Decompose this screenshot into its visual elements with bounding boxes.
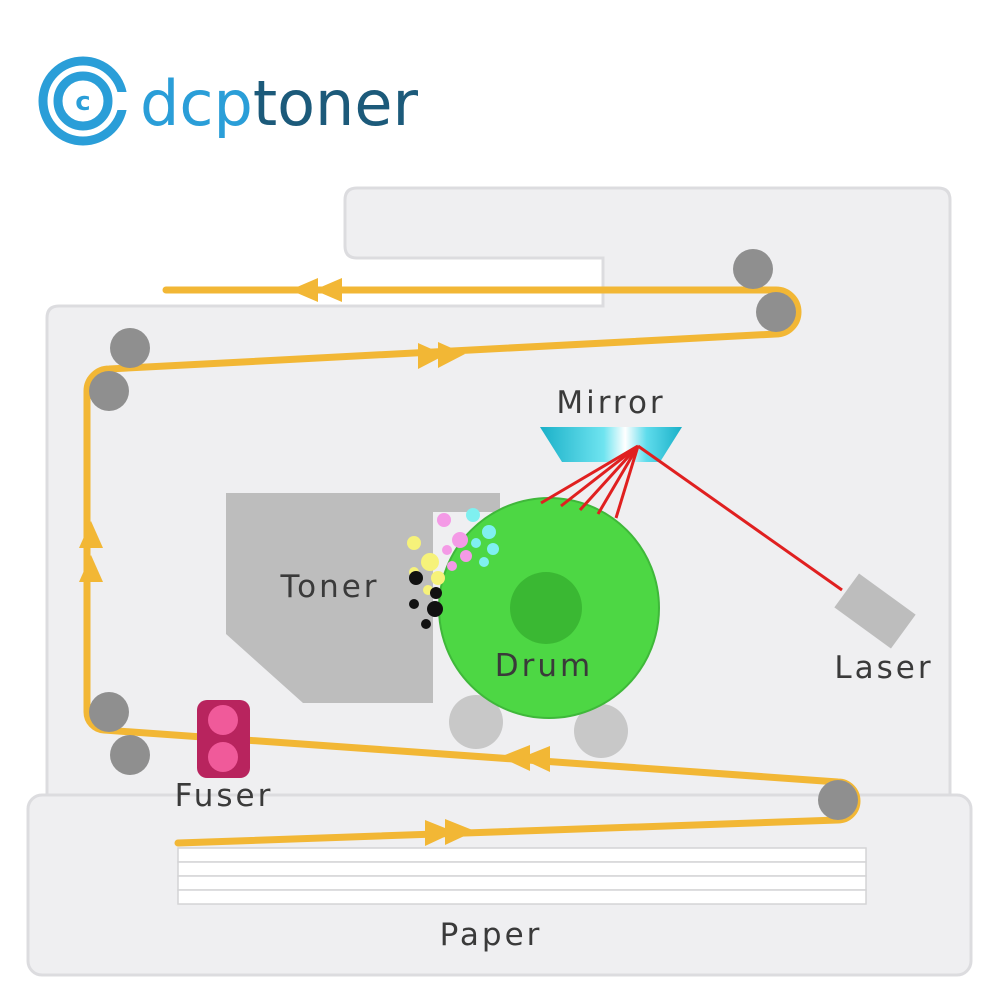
paper-stack	[177, 847, 867, 905]
fuser	[197, 700, 250, 778]
drum-support-roller-left	[449, 695, 503, 749]
laser-label: Laser	[834, 650, 933, 686]
laser-beams	[540, 444, 843, 592]
brand-name-part1: dcp	[140, 67, 253, 140]
fuser-roller-top	[208, 705, 238, 735]
laser-unit	[834, 573, 916, 649]
mirror-label: Mirror	[556, 385, 665, 421]
roller-top-right-lower	[756, 292, 796, 332]
roller-bottom-right	[818, 780, 858, 820]
toner-particles	[407, 508, 499, 629]
toner-label: Toner	[279, 569, 379, 605]
rollers	[89, 249, 858, 820]
logo-mark-letter: c	[75, 87, 90, 117]
brand-name-part2: toner	[253, 67, 419, 140]
drum-support-roller-right	[574, 704, 628, 758]
fuser-roller-bottom	[208, 742, 238, 772]
logo-mark-icon	[38, 56, 130, 146]
drum-core	[510, 572, 582, 644]
brand-logo: c dcptoner	[38, 56, 418, 146]
fuser-label: Fuser	[175, 778, 274, 814]
toner-cartridge	[226, 493, 500, 703]
paper-label: Paper	[440, 917, 543, 953]
paper-path-arrows	[79, 278, 550, 846]
brand-name: dcptoner	[140, 67, 418, 140]
roller-bottom-left-lower	[110, 735, 150, 775]
drum-label: Drum	[495, 648, 593, 684]
roller-top-left-lower	[89, 371, 129, 411]
roller-bottom-left-upper	[89, 692, 129, 732]
roller-top-left-upper	[110, 328, 150, 368]
mirror	[540, 427, 682, 462]
roller-top-right-upper	[733, 249, 773, 289]
drum	[438, 497, 660, 719]
